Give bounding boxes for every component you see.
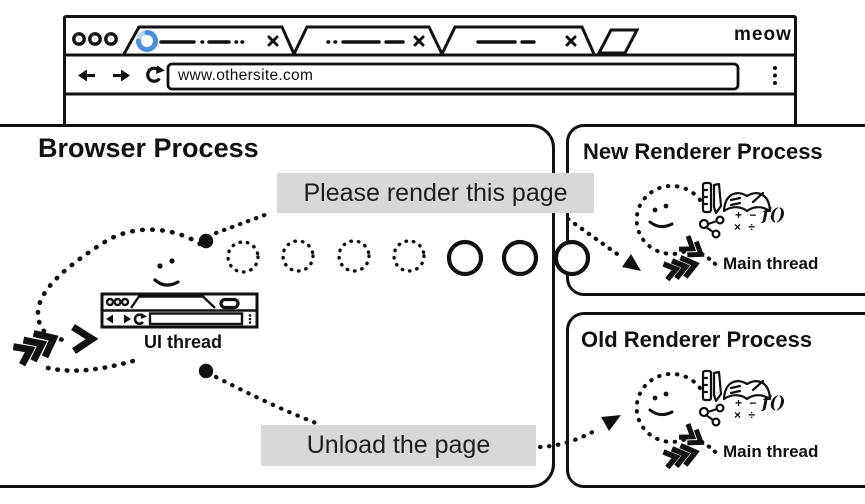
spinner-icon xyxy=(136,30,158,52)
address-bar[interactable] xyxy=(166,62,740,91)
close-window-icon[interactable] xyxy=(72,32,86,46)
mini-browser-icon xyxy=(100,292,259,329)
ui-thread-label: UI thread xyxy=(143,332,222,352)
close-tab-icon[interactable] xyxy=(413,35,425,47)
window-control-icons[interactable] xyxy=(72,32,118,46)
function-icon: f() xyxy=(762,205,786,225)
function-icon: f() xyxy=(762,393,786,413)
math-symbols-icon: × ÷ xyxy=(734,220,757,234)
old-renderer-process-box xyxy=(566,312,865,488)
unload-message: Unload the page xyxy=(261,425,536,466)
menu-kebab-icon[interactable] xyxy=(773,66,777,85)
math-symbols-icon: × ÷ xyxy=(734,408,757,422)
old-renderer-title: Old Renderer Process xyxy=(581,327,813,352)
please-render-message: Please render this page xyxy=(277,173,594,213)
tab-background-1[interactable] xyxy=(292,25,444,55)
main-thread-label-new: Main thread xyxy=(723,254,819,273)
main-thread-label-old: Main thread xyxy=(723,442,819,461)
minimize-window-icon[interactable] xyxy=(88,32,102,46)
reload-icon[interactable] xyxy=(146,65,165,83)
address-url-text[interactable]: www.othersite.com xyxy=(178,67,314,84)
back-icon[interactable] xyxy=(78,69,95,82)
new-renderer-title: New Renderer Process xyxy=(583,139,823,164)
browser-process-title: Browser Process xyxy=(38,133,259,163)
tab-background-2[interactable] xyxy=(440,25,596,55)
browser-chrome-graphics xyxy=(66,25,794,96)
close-tab-icon[interactable] xyxy=(565,35,577,47)
tab-loading[interactable] xyxy=(122,25,296,55)
new-tab-icon[interactable] xyxy=(596,28,640,55)
forward-icon[interactable] xyxy=(113,69,130,82)
brand-text: meow xyxy=(734,24,792,45)
close-tab-icon[interactable] xyxy=(267,35,279,47)
browser-window: meow www.othersite.com xyxy=(63,15,797,128)
maximize-window-icon[interactable] xyxy=(104,32,118,46)
